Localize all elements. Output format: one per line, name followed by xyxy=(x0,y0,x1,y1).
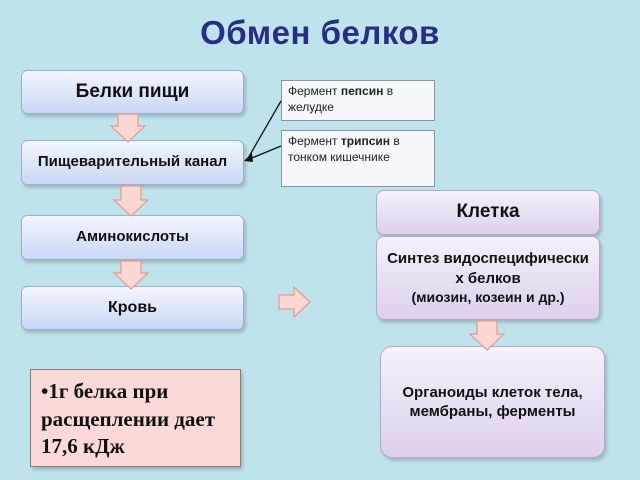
pepsin-suffix: в желудке xyxy=(288,84,394,114)
pepsin-note: Фермент пепсин в желудке xyxy=(281,80,435,121)
arrow-right-icon xyxy=(278,285,311,319)
blood-label: Кровь xyxy=(108,299,157,316)
pepsin-prefix: Фермент xyxy=(288,84,338,98)
organoids-box: Органоиды клеток тела, мембраны, фермент… xyxy=(380,346,605,458)
organoids-text: Органоиды клеток тела, мембраны, фермент… xyxy=(402,383,583,421)
synthesis-sub-text: (миозин, козеин и др.) xyxy=(411,289,565,306)
amino-acids-label: Аминокислоты xyxy=(76,228,189,246)
arrow-down-icon xyxy=(109,113,147,143)
trypsin-enzyme: трипсин xyxy=(340,134,391,148)
arrow-down-icon xyxy=(112,260,150,290)
cell-title: Клетка xyxy=(456,201,520,223)
pepsin-enzyme: пепсин xyxy=(340,84,384,98)
energy-info-text: 1г белка при расщеплении дает 17,6 кДж xyxy=(41,379,216,459)
food-proteins-label: Белки пищи xyxy=(75,81,190,103)
arrow-down-icon xyxy=(112,185,150,217)
trypsin-connector-line xyxy=(246,145,282,161)
digestive-canal-label: Пищеварительный канал xyxy=(37,153,228,171)
pepsin-connector-line xyxy=(246,100,282,161)
synthesis-box: Синтез видоспецифически х белков (миозин… xyxy=(376,236,600,320)
trypsin-suffix: в тонком кишечнике xyxy=(288,134,400,164)
blood-box: Кровь xyxy=(21,286,244,330)
trypsin-prefix: Фермент xyxy=(288,134,338,148)
food-proteins-box: Белки пищи xyxy=(21,70,244,114)
energy-info-box: •1г белка при расщеплении дает 17,6 кДж xyxy=(30,369,241,467)
synthesis-main-text: Синтез видоспецифически х белков xyxy=(387,250,589,287)
connector-arrowhead-icon xyxy=(244,153,253,162)
page-title: Обмен белков xyxy=(200,14,440,51)
info-bullet: • xyxy=(41,379,49,403)
trypsin-note: Фермент трипсин в тонком кишечнике xyxy=(281,130,435,187)
amino-acids-box: Аминокислоты xyxy=(21,215,244,260)
digestive-canal-box: Пищеварительный канал xyxy=(21,140,244,185)
cell-box: Клетка xyxy=(376,190,600,235)
